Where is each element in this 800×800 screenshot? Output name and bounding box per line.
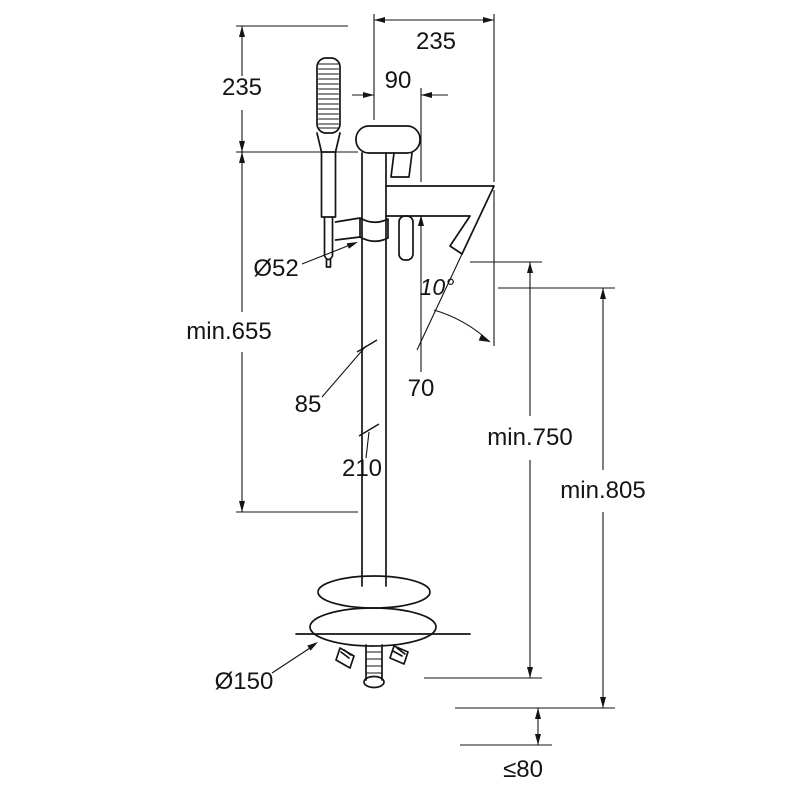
hose-outlet [398, 215, 414, 261]
fixing-cap [363, 675, 385, 689]
fixing-pipe [365, 644, 383, 681]
mixer-lever [355, 125, 421, 154]
fixing-nut-left [335, 647, 355, 669]
fixing-thread [365, 651, 383, 674]
mixer-lever-tip [390, 152, 413, 178]
fixing-nut-right [389, 645, 409, 665]
label-spout-angle: 10° [420, 274, 455, 300]
label-handshower-length: 235 [222, 74, 262, 101]
label-min-750: min.750 [487, 424, 572, 451]
label-max-80: ≤80 [503, 756, 543, 783]
label-min-805: min.805 [560, 477, 645, 504]
label-offset-90: 90 [385, 67, 412, 94]
label-base-diameter: Ø150 [215, 668, 274, 695]
label-spout-projection: 235 [416, 28, 456, 55]
dimension-arrowheads [239, 17, 606, 745]
label-offset-210: 210 [342, 455, 382, 482]
label-offset-85: 85 [295, 391, 322, 418]
hand-shower-wand [316, 132, 341, 268]
base-plate-upper [317, 575, 431, 609]
mixer-column [361, 152, 387, 587]
spout [385, 185, 495, 255]
label-min-655: min.655 [186, 318, 271, 345]
label-column-diameter: Ø52 [253, 255, 298, 282]
hand-shower-knurling [318, 63, 339, 129]
dimension-labels: 235 235 90 Ø52 min.655 85 210 10° 70 min… [186, 28, 645, 783]
shower-holder-bracket [334, 217, 389, 243]
base-plate-lower [309, 607, 437, 647]
label-offset-70: 70 [408, 375, 435, 402]
hand-shower-handle [316, 57, 341, 134]
